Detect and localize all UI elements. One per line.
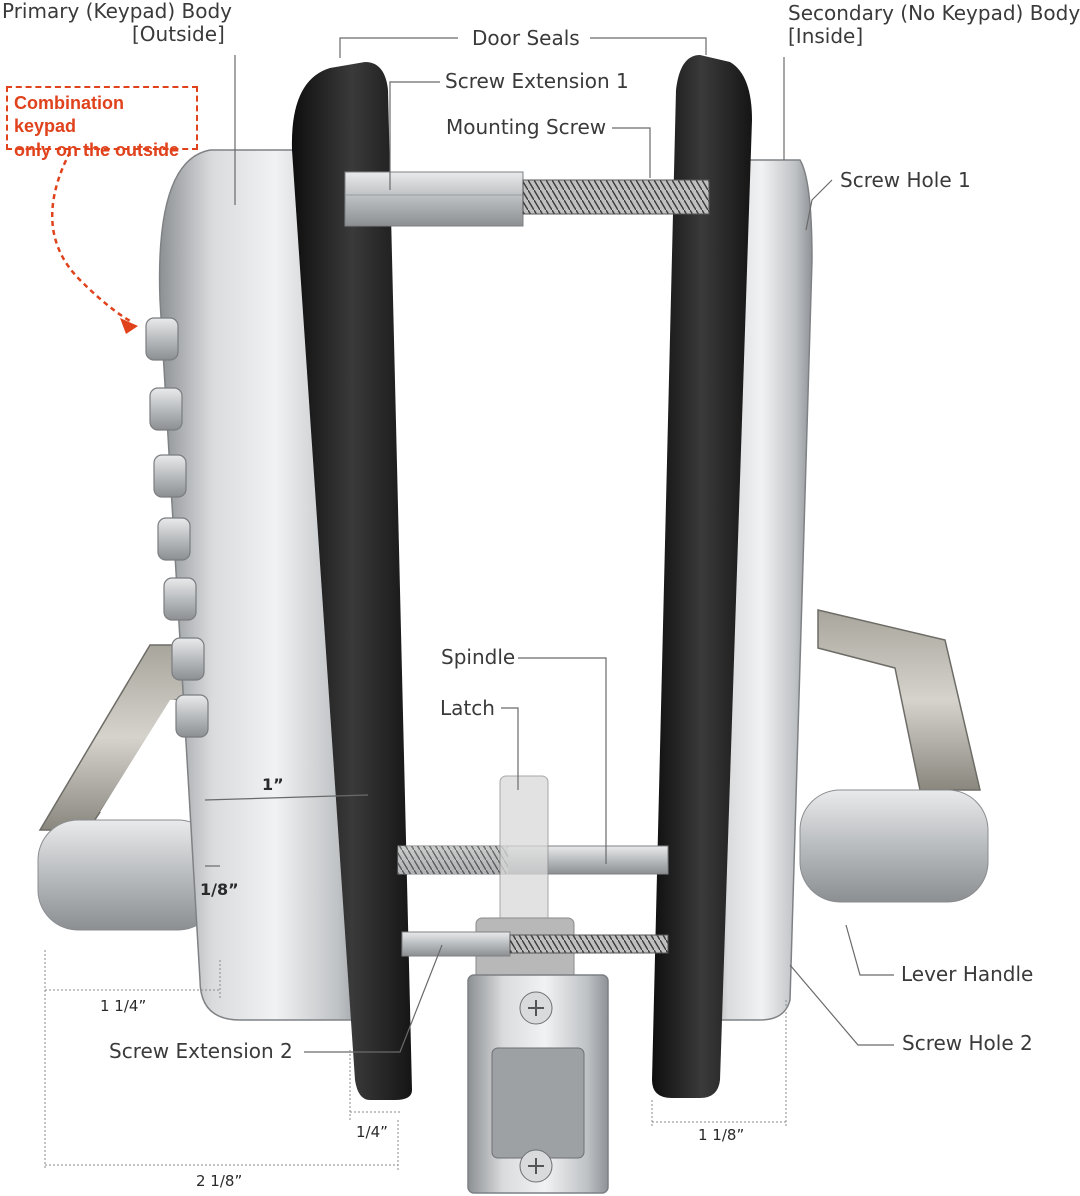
secondary-body-label-line2: [Inside] [788,24,864,48]
screw-extension-2-label: Screw Extension 2 [109,1039,293,1063]
inside-door-seal [652,55,752,1098]
outside-lever-handle [37,644,219,931]
dimension-1-4-inch: 1/4” [356,1123,388,1141]
dimension-lines [44,950,787,1170]
screw-extension-2 [401,931,669,957]
dimension-1-8-inch: 1/8” [200,880,239,899]
latch-label: Latch [440,696,495,720]
callout-arrowhead [120,318,138,334]
mounting-screw [522,179,710,215]
primary-body-label-line2: [Outside] [132,22,225,46]
callout-arrow [50,151,133,324]
mounting-screw-label: Mounting Screw [446,115,607,139]
inside-lever-handle [799,609,989,903]
keypad-buttons [145,317,209,738]
callout-line2: only on the outside [14,139,179,160]
screw-extension-1-label: Screw Extension 1 [445,69,629,93]
leader-lines [204,37,894,1053]
dimension-1-1-4-inch: 1 1/4” [100,997,147,1015]
screw-extension-1 [344,171,524,227]
screw-hole-1-label: Screw Hole 1 [840,168,971,192]
lever-handle-label: Lever Handle [901,962,1034,986]
screw-hole-2-label: Screw Hole 2 [902,1031,1033,1055]
dimension-2-1-8-inch: 2 1/8” [196,1172,243,1190]
primary-body-label: Primary (Keypad) Body [Outside] [2,0,232,46]
outside-door-seal [291,62,412,1100]
latch-faceplate [467,974,609,1194]
spindle-label: Spindle [441,645,516,669]
door-seals-label: Door Seals [472,26,580,50]
secondary-body-label: Secondary (No Keypad) Body [Inside] [788,2,1080,48]
combination-keypad-callout: Combination keypad only on the outside [6,86,198,160]
dimension-1-1-8-inch: 1 1/8” [698,1126,745,1144]
secondary-body-label-line1: Secondary (No Keypad) Body [788,1,1080,25]
primary-body-label-line1: Primary (Keypad) Body [2,0,232,23]
callout-line1: Combination keypad [14,93,124,137]
dimension-1-inch: 1” [262,775,284,794]
